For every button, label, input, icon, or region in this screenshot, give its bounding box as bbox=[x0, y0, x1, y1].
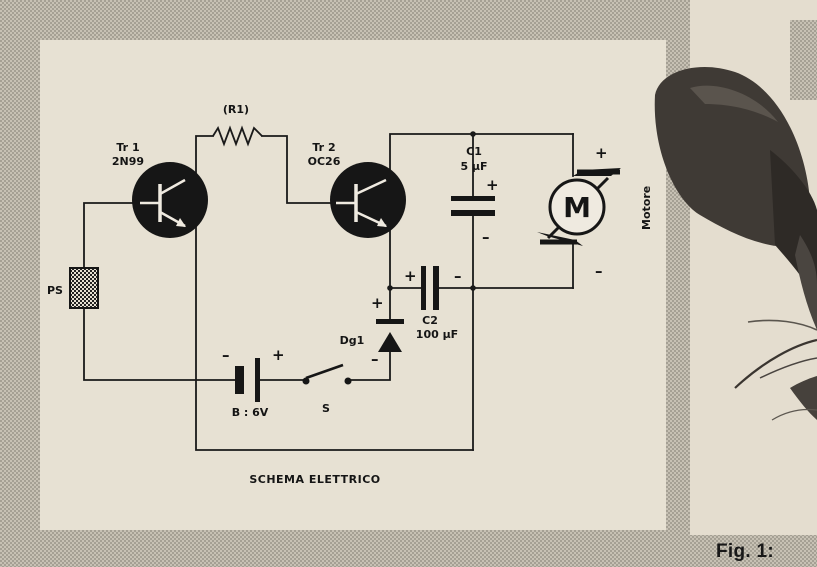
sensor-ps-label: PS bbox=[47, 284, 63, 297]
diode-dg1-ref: Dg1 bbox=[340, 334, 365, 347]
resistor-r1-label: (R1) bbox=[223, 103, 249, 116]
capacitor-c1-ref: C1 bbox=[466, 145, 482, 158]
motor-symbol-letter: M bbox=[563, 191, 591, 224]
plant-photo bbox=[654, 66, 817, 421]
transistor-tr2-symbol bbox=[330, 162, 406, 238]
schematic-title: SCHEMA ELETTRICO bbox=[249, 473, 380, 486]
transistor-tr1-symbol bbox=[132, 162, 208, 238]
battery-symbol bbox=[235, 358, 260, 402]
capacitor-c1-plus: + bbox=[486, 176, 499, 194]
battery-label: B : 6V bbox=[232, 406, 269, 419]
capacitor-c2-value: 100 μF bbox=[416, 328, 458, 341]
diode-dg1-symbol bbox=[376, 319, 404, 352]
battery-minus: – bbox=[222, 346, 230, 364]
switch-label: S bbox=[322, 402, 330, 415]
transistor-tr2-ref: Tr 2 bbox=[312, 141, 335, 154]
capacitor-c2-symbol bbox=[421, 266, 439, 310]
motor-label: Motore bbox=[640, 186, 653, 230]
transistor-tr2-model: OC26 bbox=[308, 155, 341, 168]
figure-caption: Fig. 1: bbox=[716, 541, 775, 562]
motor-minus: – bbox=[595, 262, 603, 280]
wiring bbox=[83, 133, 574, 451]
capacitor-c1-value: 5 μF bbox=[460, 160, 487, 173]
diode-dg1-plus: + bbox=[371, 294, 384, 312]
capacitor-c1-symbol bbox=[451, 196, 495, 216]
capacitor-c2-plus: + bbox=[404, 267, 417, 285]
junction-dot bbox=[470, 131, 476, 137]
sensor-ps-symbol bbox=[69, 267, 99, 309]
junction-dot bbox=[387, 285, 393, 291]
junction-dot bbox=[470, 285, 476, 291]
capacitor-c2-minus: – bbox=[454, 267, 462, 285]
resistor-r1-symbol bbox=[212, 125, 263, 147]
capacitor-c1-minus: – bbox=[482, 228, 490, 246]
capacitor-c2-ref: C2 bbox=[422, 314, 438, 327]
motor-symbol bbox=[537, 168, 621, 246]
transistor-tr1-model: 2N99 bbox=[112, 155, 144, 168]
panel-right-strip bbox=[790, 20, 817, 100]
motor-plus: + bbox=[595, 144, 608, 162]
schematic-panel bbox=[40, 40, 666, 530]
diode-dg1-minus: – bbox=[371, 350, 379, 368]
transistor-tr1-ref: Tr 1 bbox=[116, 141, 139, 154]
battery-plus: + bbox=[272, 346, 285, 364]
switch-symbol bbox=[302, 363, 352, 385]
